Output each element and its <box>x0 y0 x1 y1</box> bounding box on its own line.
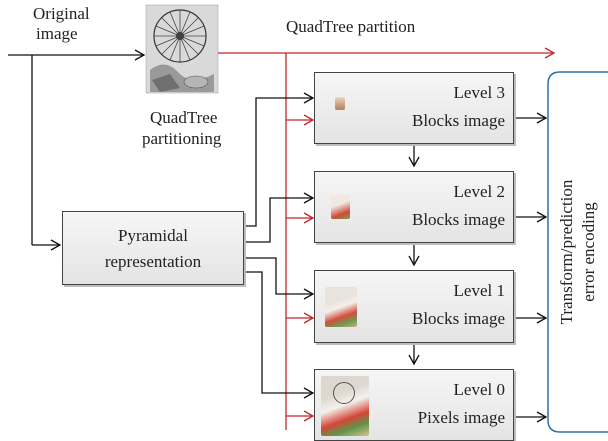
pyramidal-label-line2: representation <box>104 252 202 271</box>
level-3-title: Level 3 <box>453 83 505 102</box>
quadtree-partition-label: QuadTree partition <box>286 17 416 36</box>
encoder-label: Transform/prediction error encoding <box>556 112 600 392</box>
level-to-encoder-arrows <box>514 112 548 423</box>
level-1-box: Level 1 Blocks image <box>314 270 514 343</box>
level-2-title: Level 2 <box>453 182 505 201</box>
level-3-box: Level 3 Blocks image <box>314 72 514 144</box>
level-0-title: Level 0 <box>453 380 505 399</box>
level-0-subtitle: Pixels image <box>417 408 505 427</box>
encoder-box <box>547 71 608 433</box>
original-label-line1: Original <box>33 4 90 23</box>
level-3-subtitle: Blocks image <box>411 111 505 130</box>
pyramidal-representation-box: Pyramidal representation <box>62 211 244 285</box>
level-2-subtitle: Blocks image <box>411 210 505 229</box>
encoder-label-line1: Transform/prediction <box>557 179 576 325</box>
level-1-subtitle: Blocks image <box>411 309 505 328</box>
original-label-line2: image <box>36 24 78 43</box>
level-3-thumbnail <box>335 97 345 110</box>
qt-partitioning-label-line2: partitioning <box>142 129 222 148</box>
level-0-box: Level 0 Pixels image <box>314 369 514 441</box>
original-image-label-2: image <box>36 23 78 44</box>
level-1-title: Level 1 <box>453 281 505 300</box>
level-1-thumbnail <box>325 287 357 327</box>
pyramidal-output-lines <box>244 92 315 399</box>
encoder-label-line2: error encoding <box>579 202 598 302</box>
original-image-label: Original <box>33 3 90 24</box>
qt-partitioning-label-line1: QuadTree <box>150 108 218 127</box>
level-2-thumbnail <box>331 195 350 219</box>
pyramidal-label-line1: Pyramidal <box>118 226 188 245</box>
quadtree-partition-lines <box>218 47 556 430</box>
original-image-thumbnail <box>145 4 219 94</box>
level-2-box: Level 2 Blocks image <box>314 171 514 243</box>
original-image-input-lines <box>8 49 146 251</box>
level-0-thumbnail <box>321 376 369 436</box>
